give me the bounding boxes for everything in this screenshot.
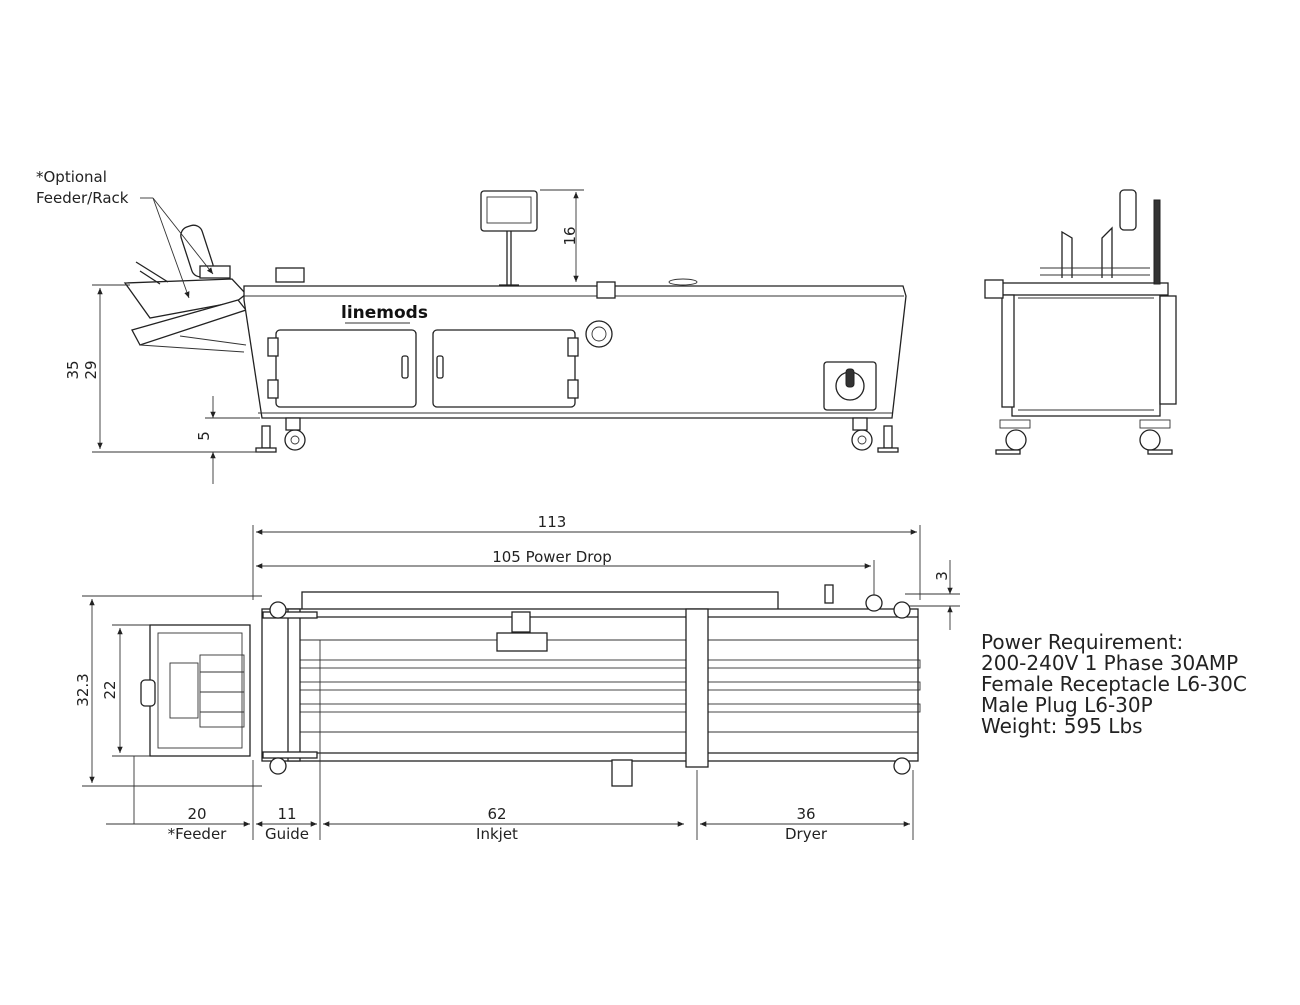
power-spec-block: Power Requirement: 200-240V 1 Phase 30AM… [981, 632, 1291, 737]
callout-optional: *Optional [36, 168, 107, 186]
dim-monitor-height: 16 [561, 226, 579, 245]
spec-line: 200-240V 1 Phase 30AMP [981, 651, 1239, 675]
dim-width-feeder: 22 [101, 680, 119, 699]
control-monitor [480, 190, 538, 286]
section-guide-label: Guide [265, 825, 309, 843]
dim-offset: 3 [933, 571, 951, 581]
cabinet-door-right [432, 329, 576, 408]
spec-line: Power Requirement: [981, 630, 1184, 654]
dim-width-total: 32.3 [74, 673, 92, 706]
callout-feeder-rack: Feeder/Rack [36, 189, 129, 207]
cabinet-door-left [275, 329, 417, 408]
dim-side-height-total: 35 [64, 360, 82, 379]
spec-line: Weight: 595 Lbs [981, 714, 1143, 738]
conveyor-frame [261, 608, 919, 762]
section-dryer-value: 36 [796, 805, 815, 823]
side-view: linemods [92, 189, 907, 484]
dim-side-clearance: 5 [195, 431, 213, 441]
power-switch [823, 361, 877, 411]
section-feeder-label: *Feeder [168, 825, 228, 843]
section-feeder-value: 20 [187, 805, 206, 823]
section-guide-value: 11 [277, 805, 296, 823]
feeder-top [140, 624, 251, 757]
end-view [984, 189, 1177, 455]
section-inkjet-value: 62 [487, 805, 506, 823]
section-inkjet-label: Inkjet [476, 825, 518, 843]
dim-side-height-body: 29 [82, 360, 100, 379]
top-view [82, 525, 960, 840]
dim-power-drop: 105 Power Drop [492, 548, 612, 566]
spec-line: Female Receptacle L6-30C [981, 672, 1247, 696]
brand-label: linemods [341, 303, 428, 323]
casters [255, 417, 899, 453]
spec-line: Male Plug L6-30P [981, 693, 1153, 717]
section-dryer-label: Dryer [785, 825, 828, 843]
dim-overall-length: 113 [538, 513, 567, 531]
feeder-rack [123, 224, 248, 353]
